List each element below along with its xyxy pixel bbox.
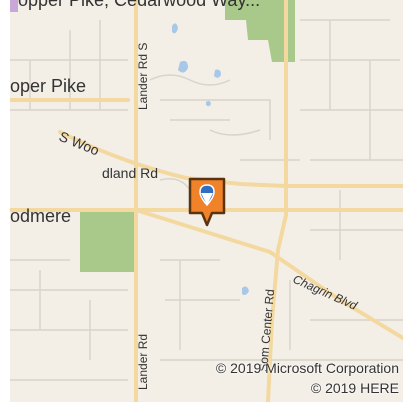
location-pin-graphic — [188, 177, 226, 227]
som-center-rd — [266, 0, 288, 402]
water-5 — [206, 100, 211, 107]
water-3 — [214, 69, 221, 78]
map-label-woodmere: odmere — [10, 206, 71, 226]
s-woodland-rd — [58, 130, 288, 188]
water-4 — [242, 286, 249, 295]
minor-roads — [10, 19, 403, 381]
copyright-microsoft: © 2019 Microsoft Corporation — [215, 360, 399, 376]
park-west — [80, 212, 134, 272]
map-label-top-cropped: opper Pike, Cedarwood Way... — [18, 0, 260, 10]
park-edge-top-left — [10, 0, 18, 12]
chagrin-blvd — [134, 208, 403, 340]
park-north — [225, 0, 295, 62]
location-pin-icon[interactable] — [187, 177, 227, 229]
major-roads — [10, 0, 403, 402]
map-layer: opper Pike, Cedarwood Way... oper Pike L… — [10, 0, 403, 402]
copyright-here: © 2019 HERE — [310, 380, 399, 396]
map-label-cooper-pike: oper Pike — [10, 76, 86, 96]
map-label-lander-rd-north: Lander Rd S — [136, 43, 150, 110]
map-label-s-woodland-rd-part2: dland Rd — [102, 165, 158, 181]
water-1 — [172, 23, 178, 34]
water-2 — [178, 60, 188, 73]
map-canvas[interactable]: opper Pike, Cedarwood Way... oper Pike L… — [10, 0, 403, 402]
map-label-lander-rd-south: Lander Rd — [136, 334, 150, 390]
